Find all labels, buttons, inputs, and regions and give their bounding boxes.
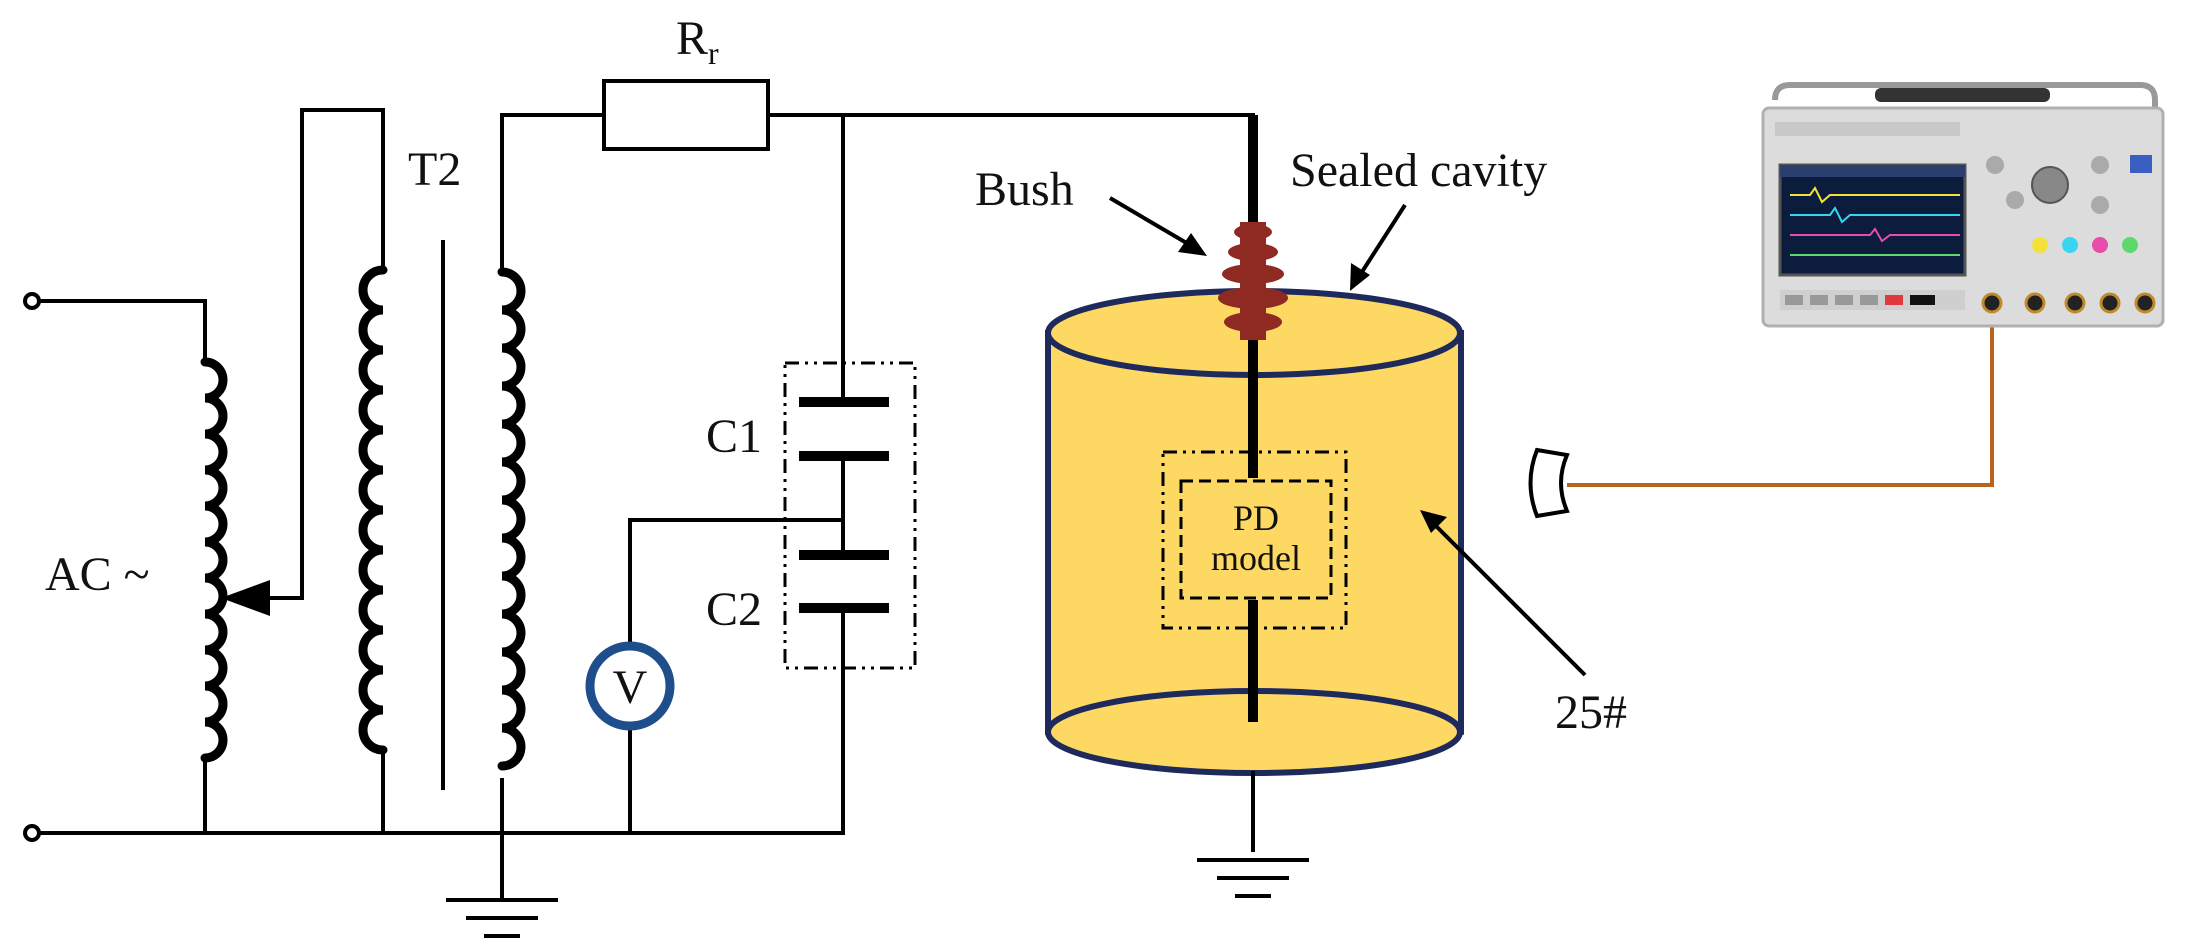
sensor-label: 25# [1555, 686, 1627, 739]
ac-terminal-bottom [23, 824, 41, 842]
sensor-arrow-head-icon [1420, 510, 1447, 533]
oscilloscope-icon [1761, 82, 2165, 328]
pd-model-inner-box [1179, 479, 1333, 600]
ground-icon [1197, 858, 1309, 898]
resistor-rr [602, 79, 770, 151]
capacitive-divider [783, 361, 917, 835]
divider-enclosure [783, 361, 917, 670]
ac-terminal-top [23, 292, 41, 310]
tap-arrow-icon [221, 580, 270, 616]
sealed-cavity-label: Sealed cavity [1290, 144, 1547, 197]
pd-model-label-line2: model [1211, 538, 1301, 578]
c2-label: C2 [706, 583, 762, 636]
bush-arrow-head-icon [1178, 233, 1207, 256]
ac-source-wiring [23, 292, 505, 842]
transformer-label: T2 [408, 143, 461, 196]
resistor-label-sub: r [708, 35, 719, 71]
voltmeter-label: V [613, 661, 648, 714]
voltmeter-ring [585, 641, 675, 731]
c1-label: C1 [706, 410, 762, 463]
cavity-arrow [1350, 203, 1407, 291]
transformer-primary-coil [358, 265, 388, 755]
autotransformer-coil [200, 357, 228, 763]
resistor-label-main: R [676, 12, 708, 65]
sensor-cable [1567, 312, 1994, 487]
uhf-sensor-icon [1528, 447, 1570, 519]
resistor-label: Rr [676, 12, 719, 71]
pd-model-label-line1: PD [1233, 498, 1279, 538]
hv-wiring [500, 79, 1255, 902]
sealed-cavity: PD model [1045, 115, 1464, 776]
ac-source-label: AC ~ [45, 548, 150, 601]
bush-label: Bush [975, 163, 1074, 216]
cavity-arrow-head-icon [1350, 263, 1370, 291]
cavity-ground [1197, 771, 1309, 898]
transformer-secondary-coil [497, 267, 526, 771]
voltmeter: V [585, 518, 845, 835]
sensor-arrow [1420, 510, 1587, 677]
ground-icon [446, 898, 558, 938]
bush-arrow [1108, 196, 1207, 256]
pd-model-outer-box [1161, 450, 1348, 630]
bushing-icon [1218, 222, 1288, 340]
transformer-t2 [358, 240, 526, 835]
autotransformer-tap [221, 108, 385, 616]
